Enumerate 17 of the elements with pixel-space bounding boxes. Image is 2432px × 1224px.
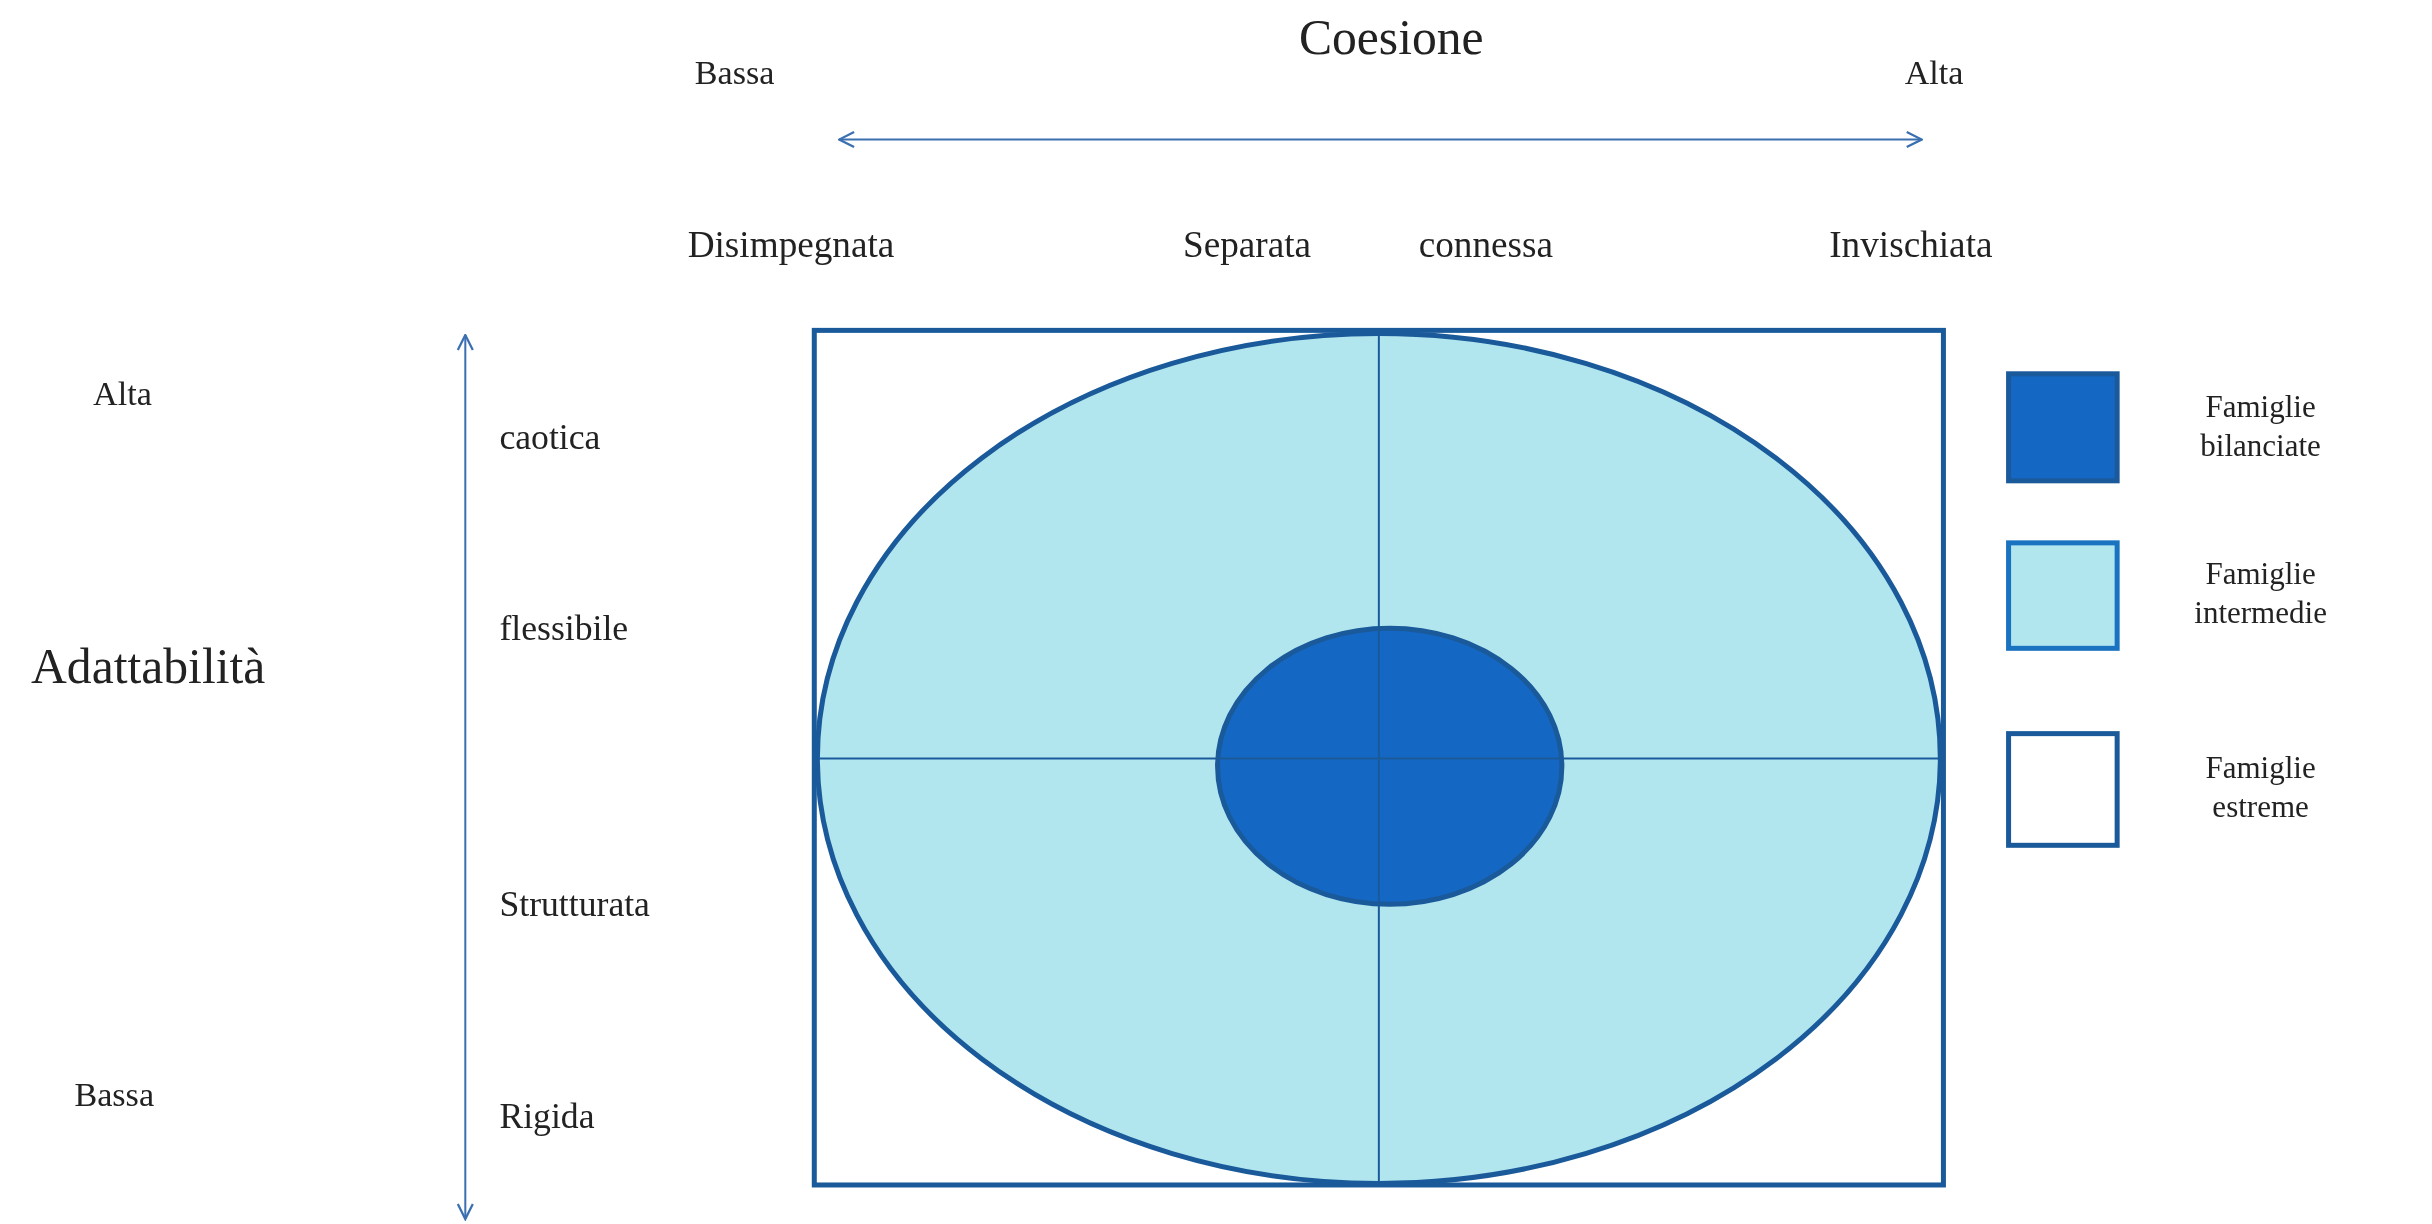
- axis-end-label: Alta: [1904, 54, 1964, 92]
- axis-end-label: Alta: [93, 375, 152, 413]
- axis-title: Coesione: [1298, 11, 1484, 67]
- legend-label: Famiglie intermedie: [2193, 555, 2328, 633]
- axis-end-label: Bassa: [694, 54, 775, 92]
- column-label: Invischiata: [1829, 224, 1993, 266]
- row-label: caotica: [499, 417, 601, 457]
- axis-end-label: Bassa: [74, 1076, 154, 1114]
- column-label: Disimpegnata: [687, 224, 895, 266]
- legend-label: Famiglie bilanciate: [2199, 387, 2322, 465]
- axis-title: Adattabilità: [31, 639, 266, 695]
- column-label: Separata: [1182, 224, 1312, 266]
- legend-label: Famiglie estreme: [2204, 749, 2317, 826]
- row-label: Strutturata: [499, 884, 650, 924]
- column-label: connessa: [1418, 224, 1554, 266]
- row-label: Rigida: [499, 1097, 595, 1137]
- row-label: flessibile: [499, 608, 629, 648]
